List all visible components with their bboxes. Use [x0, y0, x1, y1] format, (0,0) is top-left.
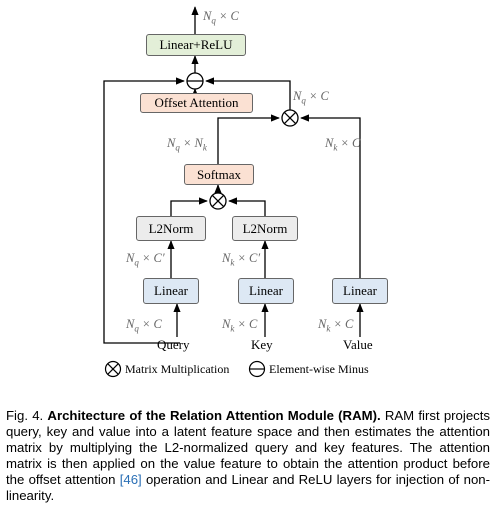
l2norm-query-block: L2Norm [136, 216, 206, 241]
dim-after-value-matmul: Nq × C [293, 89, 329, 106]
dim-query-input: Nq × C [126, 317, 162, 334]
query-input-label: Query [157, 337, 190, 352]
dim-output: Nq × C [203, 9, 239, 26]
dim-query-latent: Nq × C′ [126, 251, 165, 268]
linear-key-block: Linear [238, 278, 294, 304]
dim-softmax-input: Nq × Nk [167, 136, 207, 153]
caption-reference-link[interactable]: [46] [119, 472, 142, 487]
caption-prefix: Fig. 4. [6, 408, 48, 423]
dim-value-latent: Nk × C [325, 136, 361, 153]
legend-minus-icon [248, 360, 266, 378]
value-input-label: Value [343, 337, 373, 352]
softmax-to-matmul-connection [217, 114, 280, 164]
l2norm-key-block: L2Norm [232, 216, 298, 241]
legend-minus-label: Element-wise Minus [269, 362, 369, 376]
query-key-matmul-node [209, 192, 227, 210]
legend-matmul-label: Matrix Multiplication [125, 362, 230, 376]
caption-title: Architecture of the Relation Attention M… [47, 408, 381, 423]
value-matmul-node [281, 109, 299, 127]
linear-query-block: Linear [143, 278, 199, 304]
linear-relu-block: Linear+ReLU [146, 34, 246, 56]
softmax-block: Softmax [184, 164, 254, 185]
value-to-matmul-connection [300, 114, 361, 278]
dim-value-input: Nk × C [318, 317, 354, 334]
caption-body: RAM first projects query, key and value … [6, 408, 491, 487]
caption-tail: operation and Linear and ReLU layers for… [6, 472, 490, 503]
l2norm-key-to-matmul [228, 197, 266, 216]
offset-attention-block: Offset Attention [140, 93, 253, 113]
l2norm-query-to-matmul [170, 197, 208, 216]
matmul-to-minus-connection [205, 77, 291, 110]
element-wise-minus-node [186, 72, 204, 90]
key-input-label: Key [251, 337, 273, 352]
linear-value-block: Linear [332, 278, 388, 304]
ram-architecture-diagram: Linear+ReLU Offset Attention Softmax L2N… [103, 6, 388, 378]
legend-matmul-icon [104, 360, 122, 378]
query-skip-connection [103, 77, 185, 344]
dim-key-latent: Nk × C′ [222, 251, 261, 268]
dim-key-input: Nk × C [222, 317, 258, 334]
figure-caption: Fig. 4. Architecture of the Relation Att… [6, 408, 490, 504]
diagram-connections [103, 6, 364, 344]
